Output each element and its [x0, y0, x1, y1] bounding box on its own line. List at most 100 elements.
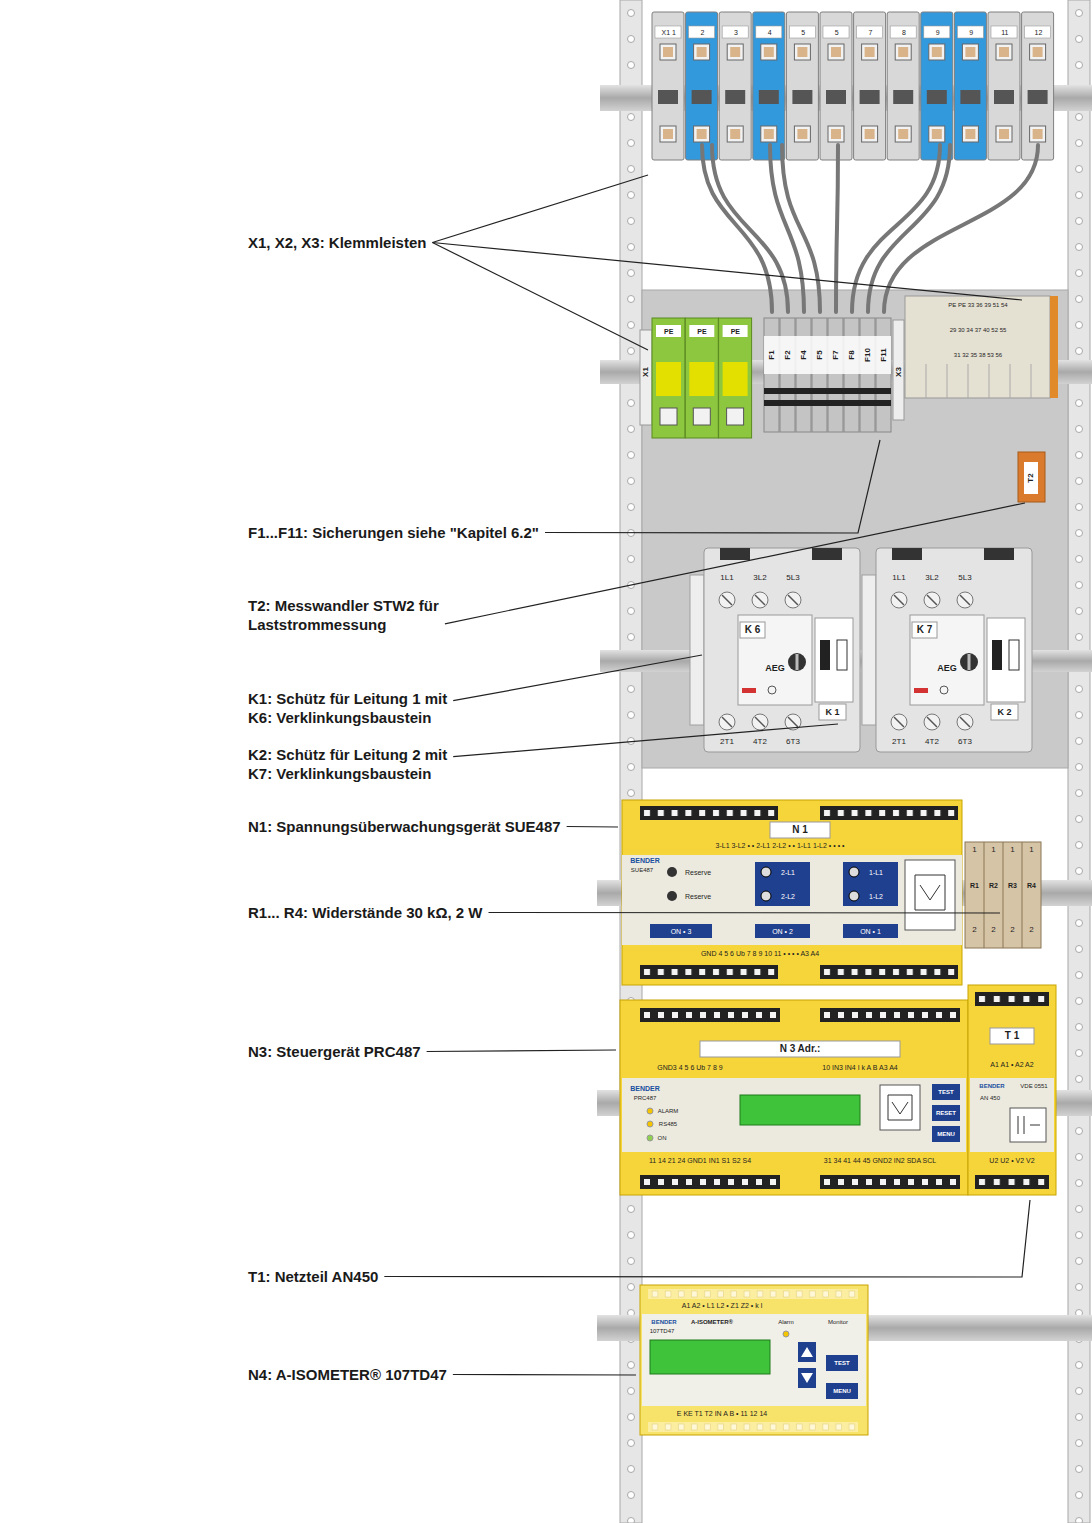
part-label: F8 [848, 350, 856, 359]
part-label: MENU [833, 1388, 851, 1394]
part-label: 4 [768, 29, 772, 36]
wires [884, 145, 1038, 312]
part-label: MENU [937, 1131, 955, 1137]
part-label: 5 [801, 29, 805, 36]
part-label: 1 [1029, 846, 1033, 854]
part-label: T2 [1027, 473, 1035, 482]
part-label: 6T3 [786, 738, 800, 746]
part-label: 12 [1034, 29, 1042, 36]
voltage-monitor [640, 965, 778, 979]
small-terminal-block [1031, 364, 1032, 398]
part-label: GND3 4 5 6 Ub 7 8 9 [657, 1064, 722, 1071]
voltage-monitor [1003, 842, 1004, 948]
callout-label: K2: Schütz für Leitung 2 mit K7: Verklin… [248, 746, 463, 784]
insulation-monitor [826, 1355, 858, 1371]
part-label: A1 A1 • A2 A2 [990, 1061, 1033, 1068]
part-label: F5 [816, 350, 824, 359]
fuse-terminals [764, 400, 891, 406]
part-label: K 6 [745, 625, 761, 635]
control-unit [597, 985, 1092, 1195]
terminal-strip [753, 12, 785, 160]
small-terminal-block [1018, 452, 1045, 502]
callout-label: R1... R4: Widerstände 30 kΩ, 2 W [248, 904, 482, 923]
part-label: GND 4 5 6 Ub 7 8 9 10 11 • • • • A3 A4 [701, 950, 819, 957]
leader-line [567, 826, 618, 828]
small-terminal-block [926, 364, 927, 398]
wires [868, 145, 950, 312]
part-label: 2 [991, 926, 995, 934]
control-unit [970, 1078, 1054, 1152]
pe-terminals [656, 362, 681, 396]
control-unit [975, 1175, 1049, 1189]
part-label: F7 [832, 350, 840, 359]
control-unit [932, 1105, 960, 1121]
pe-terminals [656, 325, 681, 337]
voltage-monitor [849, 891, 859, 901]
part-label: 3-L1 3-L2 • • 2-L1 2-L2 • • 1-L1 1-L2 • … [716, 842, 845, 849]
control-unit [700, 1041, 900, 1057]
control-unit [647, 1121, 653, 1127]
small-terminal-block [905, 296, 1050, 398]
fuse-terminals [828, 318, 843, 432]
callout-label: T2: Messwandler STW2 für Laststrommessun… [248, 597, 463, 635]
part-label: R4 [1027, 882, 1036, 889]
wires [782, 145, 820, 312]
pe-terminals [727, 408, 744, 425]
part-label: F11 [880, 348, 888, 361]
part-label: 5 [835, 29, 839, 36]
part-label: AN 450 [980, 1095, 1000, 1101]
voltage-monitor [650, 924, 712, 938]
insulation-monitor [642, 1314, 866, 1406]
pe-terminals [689, 362, 714, 396]
pe-terminals [640, 330, 652, 425]
part-label: 2 [1029, 926, 1033, 934]
voltage-monitor [755, 862, 810, 906]
part-label: 6T3 [958, 738, 972, 746]
part-label: R1 [970, 882, 979, 889]
control-unit [620, 1000, 968, 1195]
control-unit [1010, 1108, 1046, 1142]
voltage-monitor [761, 867, 771, 877]
leader-line [427, 1050, 616, 1052]
voltage-monitor [755, 924, 810, 938]
part-label: Reserve [685, 869, 711, 876]
control-unit [740, 1095, 860, 1125]
insulation-monitor [801, 1347, 813, 1357]
fuse-terminals [780, 318, 795, 432]
leader-line [545, 440, 880, 533]
voltage-monitor [849, 867, 859, 877]
mounting-plate [600, 290, 1092, 768]
voltage-monitor [820, 965, 958, 979]
terminal-strip [820, 12, 852, 160]
part-label: RESET [936, 1110, 956, 1116]
voltage-monitor [1022, 842, 1023, 948]
part-label: 3L2 [753, 574, 766, 582]
control-unit [932, 1084, 960, 1100]
control-unit [647, 1108, 653, 1114]
fuse-terminals [764, 318, 779, 432]
terminal-strip [887, 12, 919, 160]
contactors [690, 548, 860, 752]
pe-terminals [723, 325, 748, 337]
part-label: PE [731, 328, 740, 335]
callout-label: K1: Schütz für Leitung 1 mit K6: Verklin… [248, 690, 463, 728]
terminal-strip [854, 12, 886, 160]
part-label: Monitor [828, 1319, 848, 1325]
voltage-monitor [622, 855, 962, 945]
part-label: BENDER [630, 1085, 660, 1092]
insulation-monitor [798, 1342, 816, 1362]
part-label: ON • 3 [671, 928, 692, 935]
small-terminal-block [947, 364, 948, 398]
voltage-monitor [667, 891, 677, 901]
voltage-monitor [770, 822, 830, 838]
voltage-monitor [915, 875, 945, 910]
leader-line [489, 912, 1001, 914]
insulation-monitor [798, 1368, 816, 1388]
part-label: 3L2 [925, 574, 938, 582]
fuse-terminals [876, 318, 891, 432]
leader-line [453, 724, 838, 757]
mounting-rails [1068, 0, 1090, 1523]
part-label: 1 [972, 846, 976, 854]
wires [702, 145, 1038, 312]
leader-line [384, 1200, 1030, 1277]
